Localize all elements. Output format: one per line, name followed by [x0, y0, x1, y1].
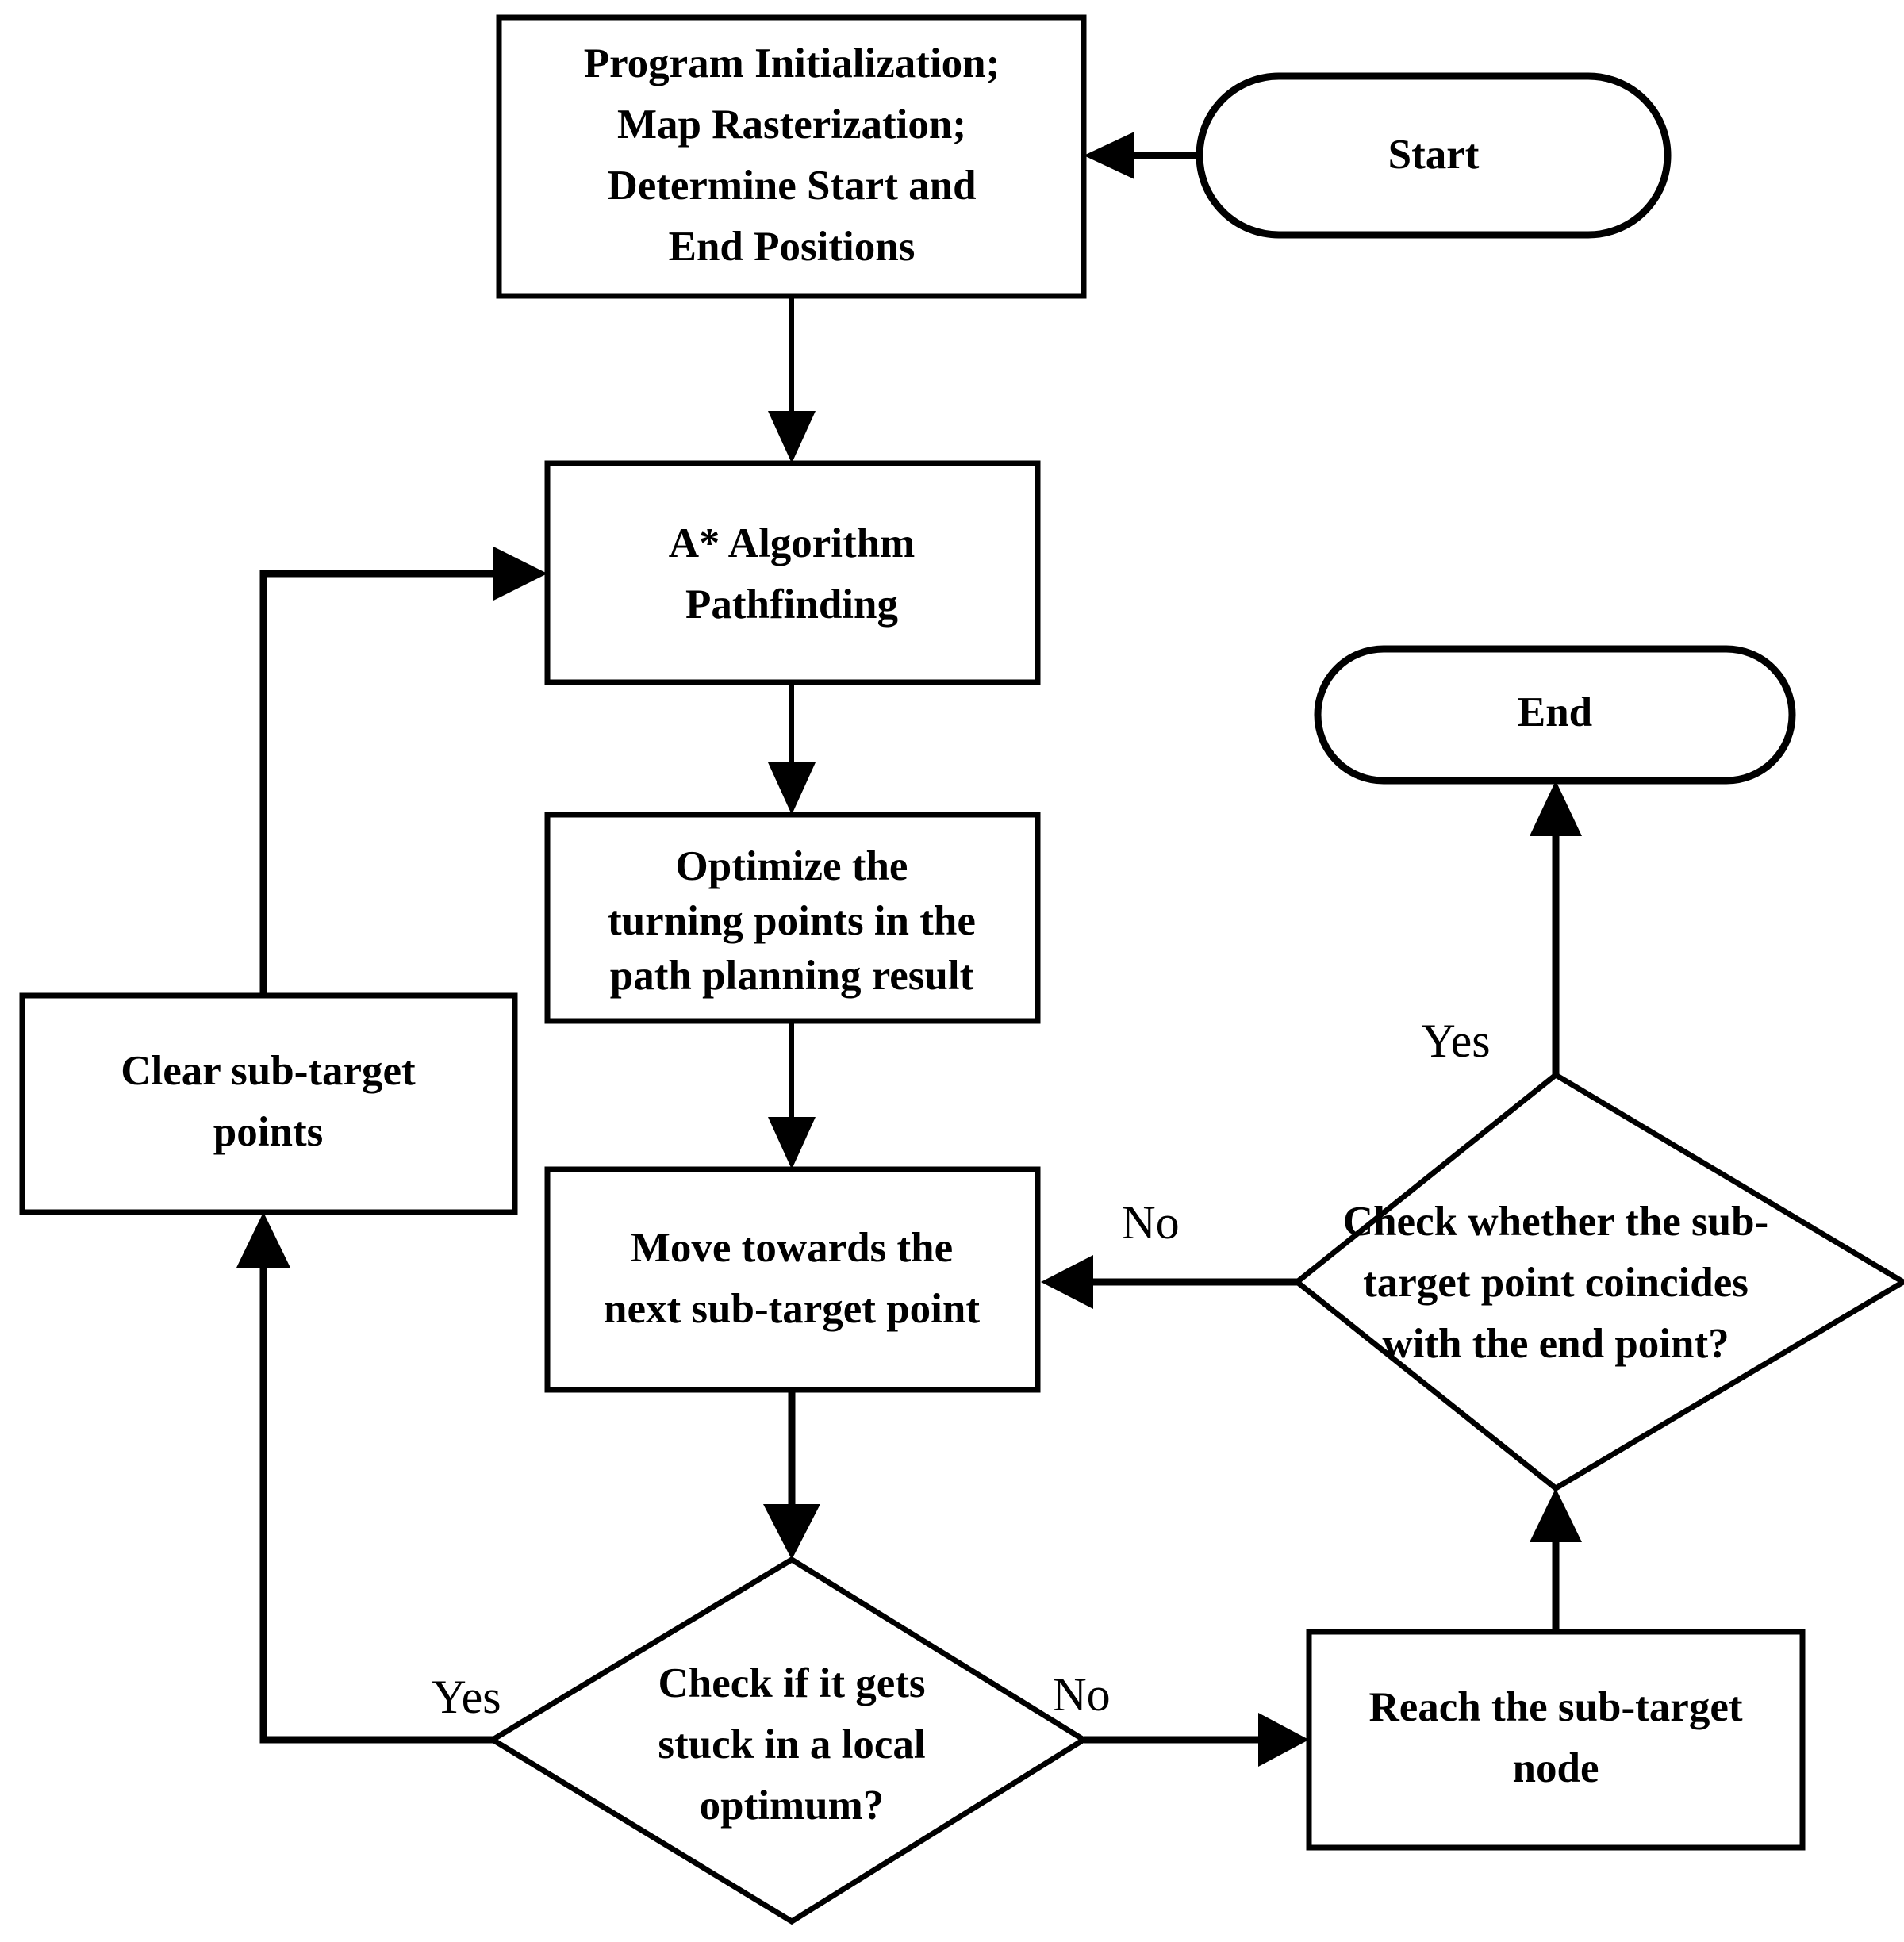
node-program-initialization-line4: End Positions [669, 224, 916, 270]
edge-start-to-init [1084, 132, 1200, 179]
node-start[interactable]: Start [1196, 72, 1672, 239]
edge-move-to-local-optimum [763, 1390, 820, 1560]
node-move-towards-line1: Move towards the [631, 1225, 953, 1271]
node-check-coincides-line2: target point coincides [1363, 1260, 1749, 1306]
node-check-coincides-line1: Check whether the sub- [1343, 1199, 1768, 1245]
edge-label-local-optimum-yes: Yes [432, 1671, 501, 1723]
node-reach-sub-target-node-line2: node [1513, 1745, 1599, 1791]
node-check-local-optimum-line1: Check if it gets [658, 1660, 925, 1706]
node-end[interactable]: End [1314, 645, 1796, 785]
node-program-initialization-line1: Program Initialization; [584, 40, 1000, 86]
node-check-local-optimum[interactable]: Check if it gets stuck in a local optimu… [487, 1556, 1089, 1925]
edge-local-optimum-no-to-reach [1084, 1713, 1309, 1767]
node-optimize-turning-points-line1: Optimize the [676, 843, 908, 889]
edge-local-optimum-yes-to-clear [236, 1212, 493, 1744]
node-astar-pathfinding-line2: Pathfinding [685, 581, 898, 628]
node-end-label: End [1518, 689, 1592, 735]
edge-label-coincide-no: No [1121, 1196, 1179, 1249]
edge-optimize-to-move [768, 1020, 816, 1169]
node-clear-sub-target-points-line2: points [213, 1109, 323, 1155]
edge-init-to-astar [768, 296, 816, 463]
node-check-coincides-line3: with the end point? [1382, 1321, 1729, 1367]
node-optimize-turning-points-line2: turning points in the [608, 898, 976, 944]
edge-label-coincide-yes: Yes [1421, 1015, 1490, 1067]
edge-coincide-yes-to-end [1530, 781, 1582, 1075]
node-optimize-turning-points-line3: path planning result [610, 953, 974, 999]
node-reach-sub-target-node[interactable]: Reach the sub-target node [1306, 1629, 1806, 1851]
node-optimize-turning-points[interactable]: Optimize the turning points in the path … [544, 812, 1041, 1024]
node-reach-sub-target-node-line1: Reach the sub-target [1368, 1684, 1742, 1730]
node-astar-pathfinding-line1: A* Algorithm [669, 520, 916, 566]
edge-coincide-no-to-move [1041, 1255, 1297, 1309]
edge-astar-to-optimize [768, 681, 816, 815]
edge-clear-to-astar [259, 547, 547, 996]
node-check-coincides-with-end-point[interactable]: Check whether the sub- target point coin… [1292, 1071, 1904, 1492]
edge-label-local-optimum-no: No [1052, 1668, 1110, 1721]
node-clear-sub-target-points[interactable]: Clear sub-target points [19, 992, 518, 1215]
node-start-label: Start [1388, 132, 1480, 178]
node-program-initialization-line3: Determine Start and [607, 163, 976, 209]
node-move-towards-next-sub-target-point[interactable]: Move towards the next sub-target point [544, 1166, 1041, 1393]
node-check-local-optimum-line2: stuck in a local [658, 1721, 925, 1767]
node-program-initialization[interactable]: Program Initialization; Map Rasterizatio… [496, 14, 1087, 299]
edge-reach-to-coincide [1530, 1488, 1582, 1632]
node-move-towards-line2: next sub-target point [604, 1286, 980, 1332]
node-clear-sub-target-points-line1: Clear sub-target [121, 1048, 416, 1094]
node-check-local-optimum-line3: optimum? [700, 1783, 885, 1829]
node-program-initialization-line2: Map Rasterization; [617, 102, 966, 148]
node-astar-pathfinding[interactable]: A* Algorithm Pathfinding [544, 460, 1041, 685]
